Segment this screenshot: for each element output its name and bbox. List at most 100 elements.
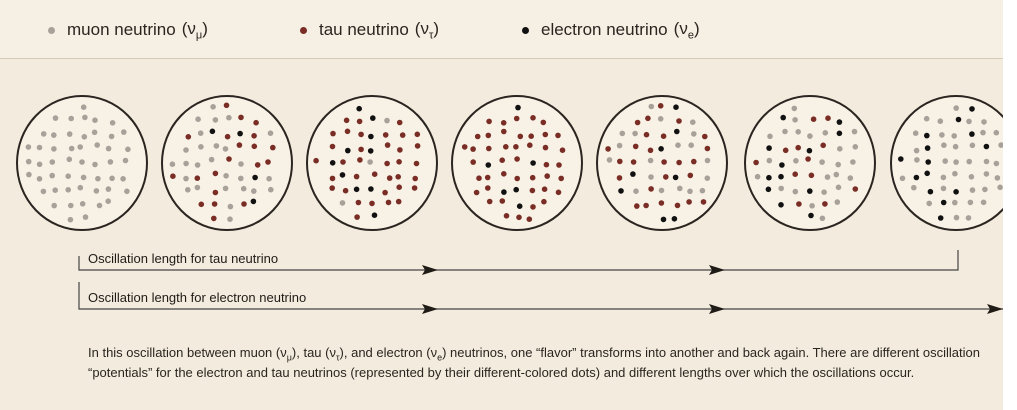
muon-neutrino-dot — [632, 130, 638, 137]
electron-neutrino-dot — [925, 159, 931, 165]
muon-neutrino-dot — [619, 130, 626, 137]
electron-neutrino-dot — [940, 199, 947, 206]
muon-neutrino-dot — [92, 161, 98, 168]
tau-neutrino-dot — [528, 133, 534, 139]
tau-neutrino-dot — [822, 201, 828, 207]
tau-neutrino-dot — [473, 189, 480, 196]
tau-neutrino-dot — [170, 173, 176, 179]
muon-neutrino-dot — [79, 159, 85, 165]
tau-neutrino-dot — [643, 131, 650, 138]
muon-neutrino-dot — [792, 117, 798, 123]
tau-neutrino-dot — [330, 130, 336, 137]
tau-neutrino-dot — [340, 159, 346, 165]
muon-neutrino-dot — [65, 187, 71, 193]
electron-neutrino-dot — [485, 162, 492, 168]
tau-neutrino-dot — [236, 142, 243, 148]
muon-neutrino-dot — [835, 161, 841, 168]
tau-neutrino-dot — [212, 170, 219, 177]
tau-neutrino-dot — [753, 159, 759, 166]
muon-neutrino-dot — [198, 144, 204, 150]
muon-neutrino-dot — [851, 128, 858, 135]
muon-neutrino-dot — [194, 162, 201, 168]
electron-neutrino-dot — [808, 212, 814, 219]
muon-neutrino-dot — [80, 104, 87, 110]
sample-circle — [161, 95, 293, 231]
tau-neutrino-dot — [254, 162, 261, 168]
neutrino-samples — [16, 95, 1003, 231]
electron-neutrino-dot — [339, 172, 346, 178]
tau-neutrino-dot — [385, 199, 392, 206]
sample-circle — [744, 95, 876, 231]
muon-neutrino-dot — [822, 130, 829, 136]
muon-neutrino-dot — [952, 143, 959, 150]
tau-neutrino-dot — [796, 201, 802, 207]
tau-neutrino-dot — [369, 200, 375, 207]
tau-neutrino-dot — [820, 142, 826, 149]
tau-neutrino-dot — [617, 158, 623, 165]
electron-neutrino-dot — [766, 145, 772, 151]
tau-neutrino-dot — [540, 119, 547, 126]
muon-neutrino-dot — [704, 175, 711, 181]
muon-neutrino-dot — [210, 104, 216, 110]
muon-neutrino-dot — [835, 184, 842, 191]
muon-neutrino-dot — [251, 188, 257, 194]
tau-neutrino-dot — [558, 175, 564, 182]
muon-neutrino-dot — [51, 146, 57, 152]
muon-neutrino-dot — [208, 156, 215, 163]
tau-neutrino-dot — [499, 198, 506, 204]
muon-neutrino-dot — [980, 129, 986, 136]
electron-neutrino-dot — [237, 130, 243, 137]
tau-neutrino-dot — [223, 102, 230, 109]
muon-neutrino-dot — [997, 184, 1003, 191]
tau-neutrino-dot — [358, 146, 364, 153]
muon-neutrino-dot — [941, 142, 947, 148]
muon-neutrino-dot — [767, 133, 773, 140]
tau-neutrino-dot — [634, 203, 640, 209]
muon-neutrino-dot — [926, 200, 932, 207]
muon-neutrino-dot — [754, 173, 761, 180]
muon-neutrino-dot — [51, 132, 57, 138]
caption: In this oscillation between muon (νμ), t… — [88, 345, 980, 380]
tau-neutrino-dot — [353, 173, 360, 180]
muon-neutrino-dot — [52, 187, 58, 193]
electron-neutrino-dot — [953, 189, 959, 195]
tau-neutrino-dot — [382, 132, 389, 138]
muon-neutrino-dot — [704, 157, 711, 164]
legend-item-electron: electron neutrino (νe) — [522, 18, 700, 42]
tau-neutrino-dot — [503, 144, 509, 150]
electron-neutrino-dot — [367, 148, 374, 154]
tau-neutrino-dot — [211, 215, 217, 222]
muon-neutrino-dot — [77, 184, 84, 191]
electron-neutrino-dot — [924, 145, 931, 151]
tau-neutrino-dot — [702, 133, 708, 140]
muon-neutrino-dot — [778, 185, 784, 192]
muon-neutrino-dot — [194, 184, 201, 191]
legend-item-muon: muon neutrino (νμ) — [48, 18, 208, 42]
muon-neutrino-dot — [213, 143, 220, 149]
muon-neutrino-dot — [993, 160, 1000, 167]
electron-oscillation-arrow: Oscillation length for electron neutrino — [78, 282, 1003, 314]
muon-neutrino-dot — [913, 147, 920, 154]
tau-neutrino-dot — [198, 201, 205, 208]
muon-neutrino-dot — [36, 161, 43, 168]
electron-neutrino-dot — [836, 130, 843, 137]
muon-neutrino-dot — [923, 115, 930, 122]
tau-neutrino-dot — [411, 185, 418, 191]
muon-neutrino-dot — [68, 115, 74, 122]
muon-neutrino-dot — [691, 131, 697, 137]
muon-neutrino-dot — [850, 159, 856, 165]
electron-neutrino-dot — [250, 198, 257, 205]
electron-neutrino-dot — [937, 215, 944, 221]
oscillation-diagram: Oscillation length for tau neutrino Osci… — [16, 95, 1003, 314]
tau-neutrino-dot — [470, 159, 477, 165]
tau-neutrino-dot — [414, 131, 421, 138]
tau-neutrino-dot — [616, 175, 623, 181]
muon-neutrino-dot — [793, 158, 799, 164]
muon-neutrino-dot — [92, 117, 98, 123]
electron-label-background — [86, 288, 386, 308]
tau-neutrino-dot — [484, 174, 491, 181]
legend: muon neutrino (νμ) tau neutrino (ντ) ele… — [0, 0, 1003, 59]
tau-neutrino-dot — [329, 185, 336, 191]
electron-neutrino-dot — [345, 147, 351, 154]
electron-bracket-line — [78, 282, 1003, 310]
